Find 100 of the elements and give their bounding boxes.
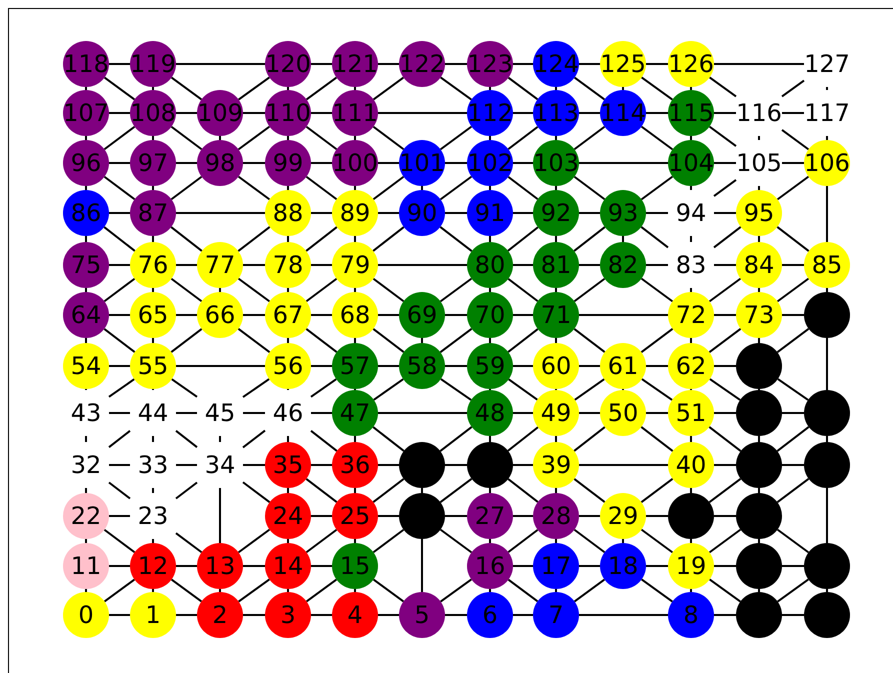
node-number: 114 [600, 101, 646, 125]
edge-line [311, 515, 332, 517]
edge-line [243, 565, 265, 567]
graph-node [467, 390, 513, 436]
node-number: 115 [668, 101, 714, 125]
graph-node [736, 242, 782, 288]
edge-line [641, 76, 673, 100]
edge-line [170, 278, 202, 302]
edge-line [776, 426, 810, 452]
edge-line [238, 578, 270, 602]
graph-node [467, 90, 513, 136]
edge-line [306, 226, 338, 252]
graph-node [736, 442, 782, 488]
graph-node [467, 41, 513, 87]
edge-line [109, 112, 130, 114]
graph-node [467, 543, 513, 589]
edge-line [777, 578, 809, 602]
edge-line [238, 278, 270, 302]
edge-line [508, 76, 538, 100]
node-number: 11 [70, 554, 102, 578]
graph-node [804, 442, 850, 488]
edge-line [176, 464, 197, 466]
edge-line [421, 488, 423, 493]
edge-line [714, 565, 736, 567]
node-number: 90 [406, 201, 438, 225]
edge-line [782, 314, 804, 316]
edge-line [243, 412, 265, 414]
graph-node [197, 242, 243, 288]
graph-node [399, 493, 445, 539]
edge-line [85, 488, 87, 493]
node-number: 98 [204, 151, 236, 175]
edge-line [242, 481, 270, 503]
edge-line [708, 426, 742, 452]
graph-node [533, 41, 579, 87]
edge-line [622, 87, 624, 90]
node-number: 73 [744, 303, 774, 327]
graph-node [197, 543, 243, 589]
edge-line [708, 278, 742, 302]
node-number: 95 [744, 201, 774, 225]
edge-line [489, 488, 491, 493]
edge-line [782, 412, 804, 414]
edge-line [690, 389, 692, 390]
edge-line [714, 515, 736, 517]
edge-line [243, 264, 265, 266]
edge-line [287, 338, 289, 343]
node-number: 43 [63, 390, 109, 436]
edge-line [306, 478, 338, 503]
graph-node [600, 543, 646, 589]
graph-node [130, 41, 176, 87]
edge-line [758, 488, 760, 493]
edge-line [445, 314, 467, 316]
node-number: 78 [272, 253, 304, 277]
edge-line [758, 589, 760, 592]
node-number: 3 [280, 603, 296, 627]
node-number: 105 [736, 140, 782, 186]
edge-line [574, 126, 606, 150]
node-number: 102 [467, 151, 513, 175]
node-number: 49 [540, 401, 572, 425]
graph-node [399, 343, 445, 389]
edge-line [287, 186, 289, 190]
edge-line [85, 136, 87, 140]
edge-line [378, 515, 399, 517]
graph-node [130, 292, 176, 338]
edge-line [108, 378, 135, 398]
edge-line [489, 338, 491, 343]
edge-line [152, 488, 154, 493]
node-number: 0 [78, 603, 94, 627]
graph-node [332, 390, 378, 436]
node-number: 14 [272, 554, 304, 578]
edge-line [109, 464, 130, 466]
edge-line [445, 614, 467, 616]
edge-line [714, 112, 736, 114]
node-number: 85 [812, 253, 842, 277]
edge-line [708, 528, 742, 554]
edge-line [574, 226, 606, 252]
edge-line [758, 436, 760, 442]
edge-line [555, 589, 557, 592]
graph-node [399, 292, 445, 338]
edge-line [176, 314, 197, 316]
edge-line [311, 314, 332, 316]
edge-line [440, 76, 472, 100]
node-number: 54 [70, 354, 102, 378]
node-number: 110 [265, 101, 311, 125]
edge-line [176, 365, 265, 367]
graph-node [63, 543, 109, 589]
node-number: 77 [204, 253, 236, 277]
edge-line [311, 63, 332, 65]
node-number: 15 [340, 554, 370, 578]
graph-node [600, 493, 646, 539]
node-number: 68 [340, 303, 370, 327]
graph-node [332, 442, 378, 488]
edge-line [175, 430, 198, 448]
edge-line [445, 515, 467, 517]
edge-line [372, 578, 404, 602]
node-number: 117 [804, 90, 850, 136]
node-number: 84 [744, 253, 774, 277]
edge-line [372, 76, 404, 100]
graph-node [668, 41, 714, 87]
edge-line [555, 539, 557, 543]
graph-node [804, 140, 850, 186]
